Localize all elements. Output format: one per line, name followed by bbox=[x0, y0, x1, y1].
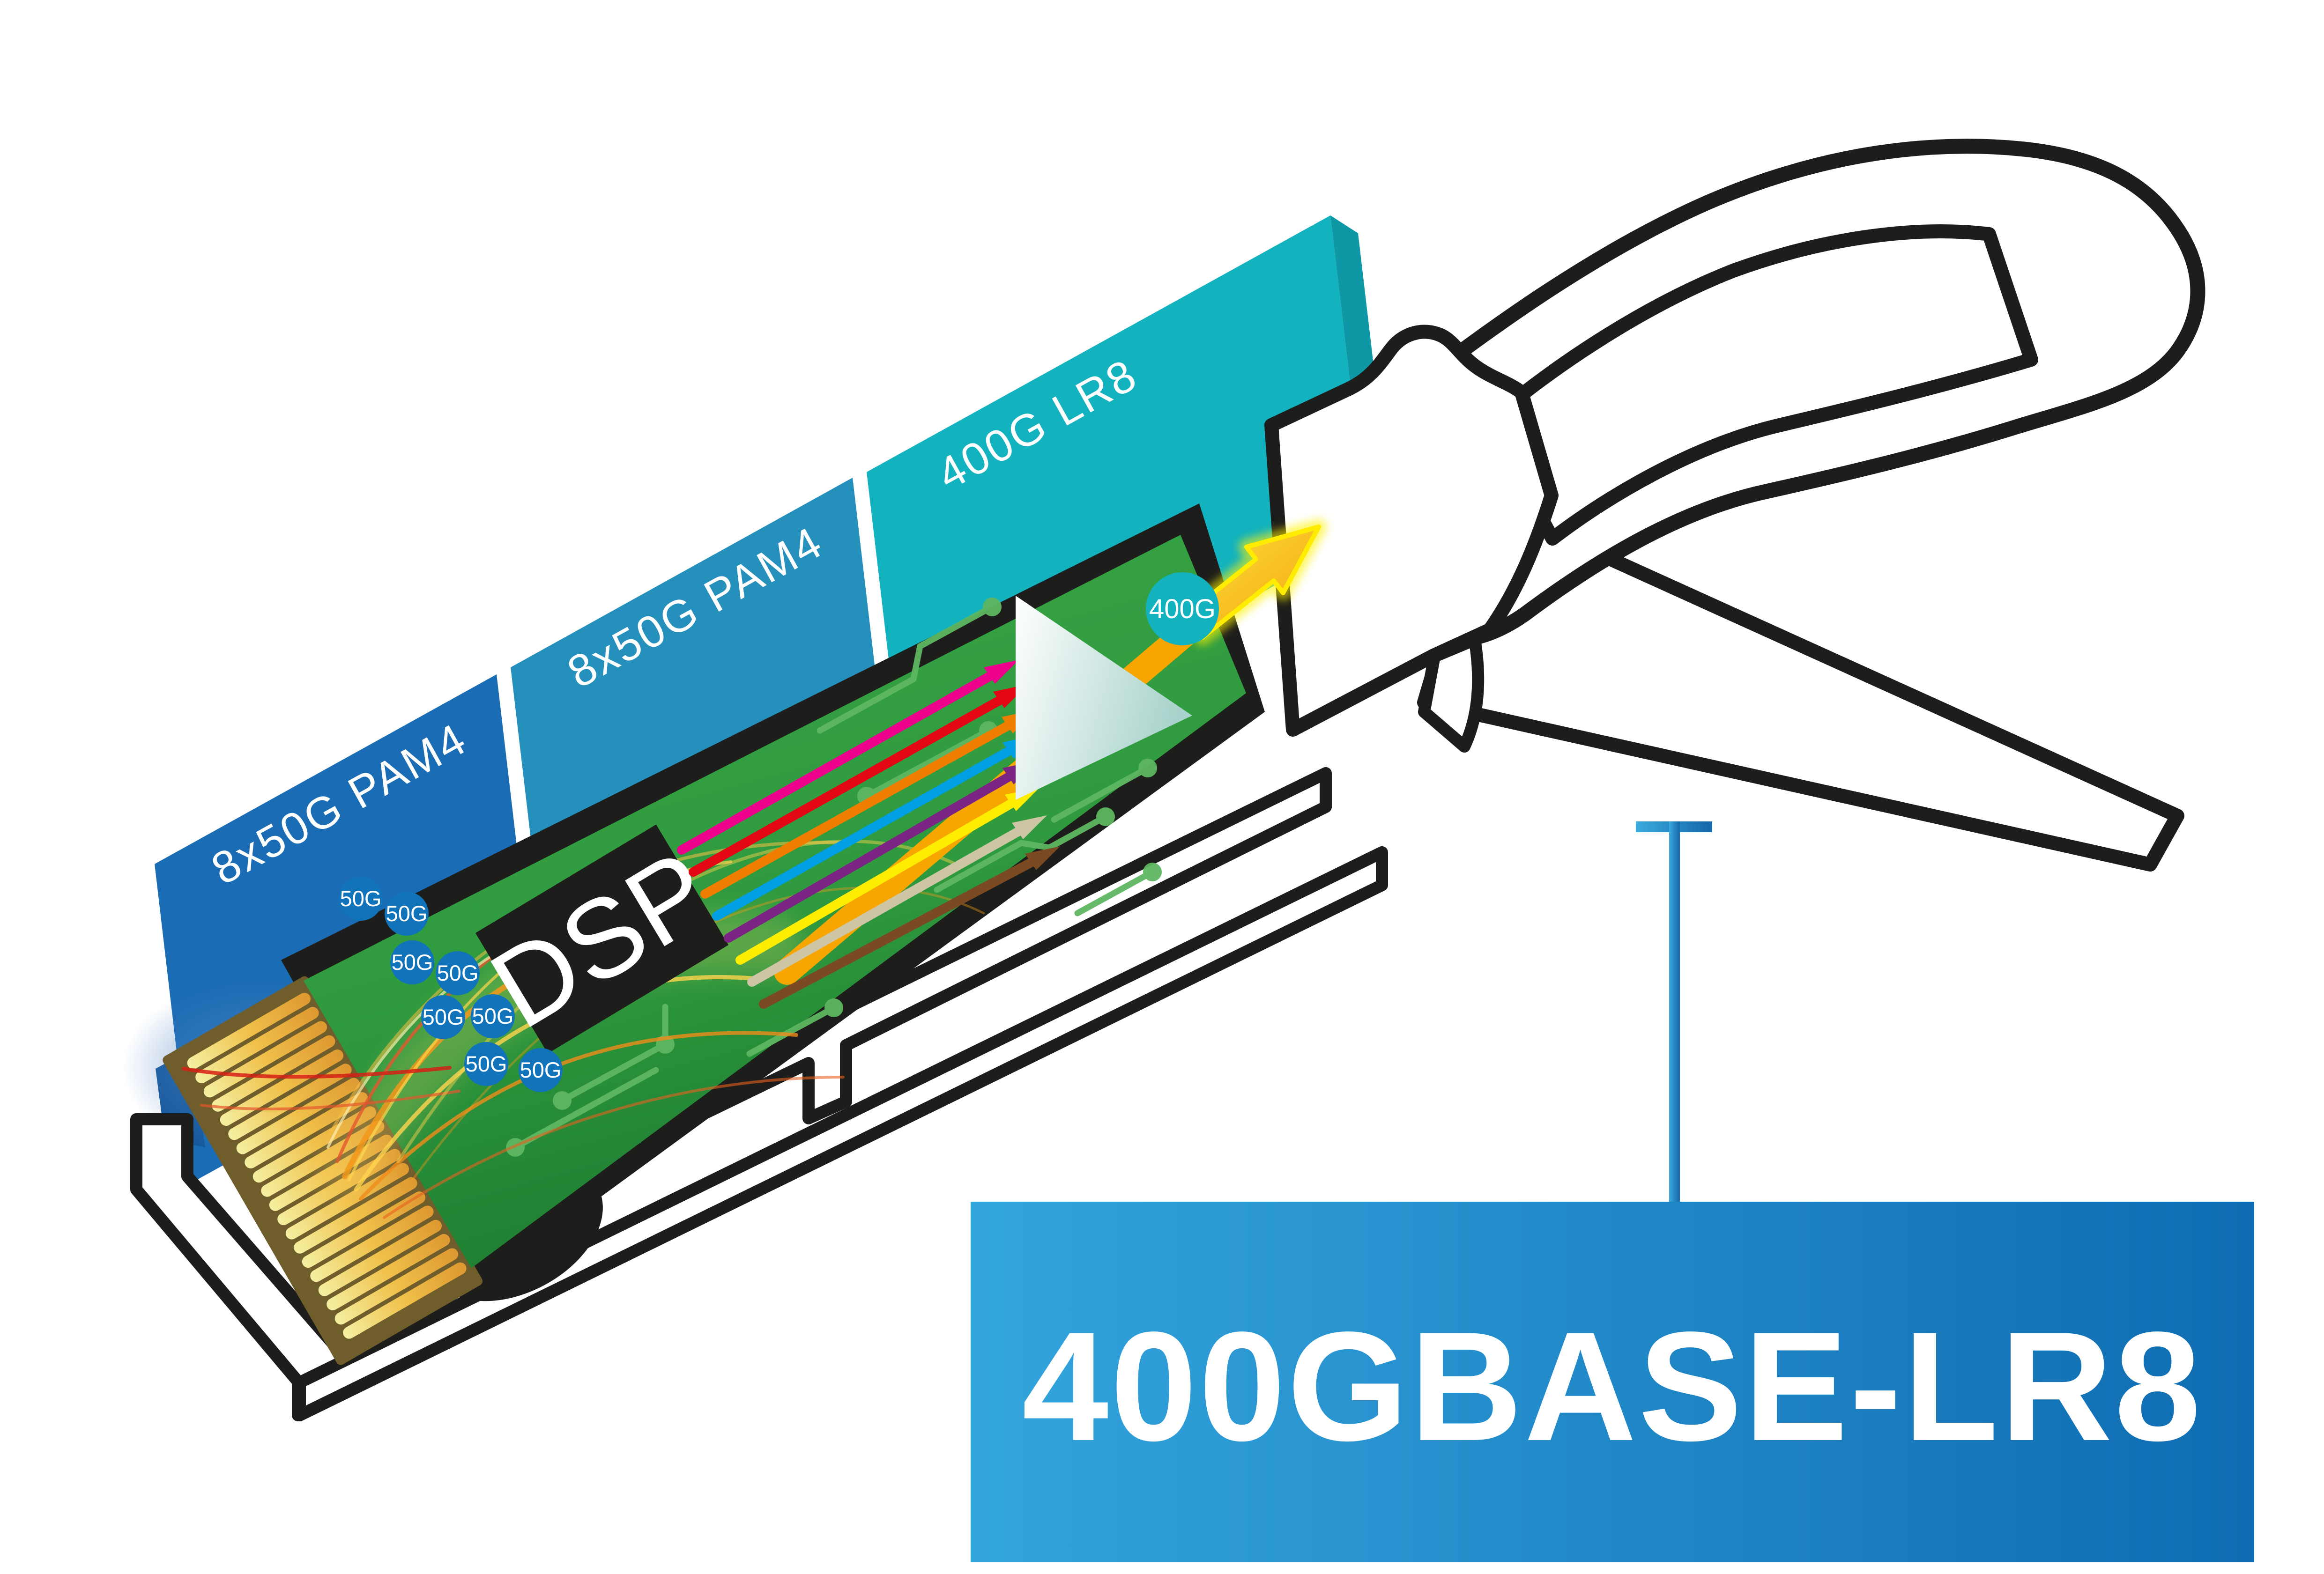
signal-lane-2 bbox=[689, 694, 1007, 877]
gold-finger bbox=[245, 1092, 368, 1168]
fiber-strand bbox=[200, 1090, 460, 1111]
lane-badge-label: 50G bbox=[520, 1057, 562, 1082]
pcb-trace bbox=[1074, 869, 1156, 916]
lane-badge bbox=[421, 995, 465, 1039]
label-box-text: 400GBASE-LR8 bbox=[1022, 1300, 2203, 1473]
lane-badge-label: 50G bbox=[466, 1051, 507, 1076]
signal-lanes bbox=[677, 592, 1231, 1009]
lane-badge bbox=[519, 1048, 563, 1092]
pcb-trace bbox=[512, 1067, 659, 1151]
pcb-trace bbox=[934, 813, 1109, 893]
pull-tab-handle-cutout bbox=[1483, 224, 2038, 546]
lane-badge-label: 50G bbox=[437, 961, 479, 985]
signal-lane-8 bbox=[759, 856, 1039, 1009]
lane-badge bbox=[464, 1042, 508, 1086]
gold-finger bbox=[195, 1007, 319, 1084]
signal-lane-arrowhead bbox=[1012, 815, 1047, 839]
gold-finger bbox=[187, 992, 311, 1069]
signal-lane-arrowhead bbox=[1025, 846, 1060, 870]
pcb-trace bbox=[863, 727, 992, 799]
signal-lane-4 bbox=[712, 745, 1017, 921]
aggregate-badge-label: 400G bbox=[1149, 594, 1216, 624]
aggregate-badge bbox=[1146, 572, 1219, 645]
callout: 400GBASE-LR8 bbox=[971, 821, 2254, 1562]
gold-finger bbox=[327, 1234, 450, 1311]
fiber-strand bbox=[182, 1066, 452, 1079]
lane-badge bbox=[436, 951, 480, 995]
module-output: 400G bbox=[1146, 519, 1327, 645]
pcb-trace bbox=[817, 605, 994, 734]
gold-finger bbox=[228, 1064, 352, 1140]
signal-lane-7 bbox=[747, 825, 1026, 987]
rear-block-latch-tab bbox=[1418, 634, 1485, 753]
pcb-traces bbox=[506, 598, 1162, 1157]
gold-finger bbox=[212, 1035, 335, 1112]
signal-lane-5 bbox=[724, 770, 1017, 943]
lane-badge bbox=[390, 940, 434, 984]
signal-lane-arrowhead bbox=[984, 660, 1019, 684]
signal-lane-1 bbox=[677, 670, 998, 855]
dsp-chip-body bbox=[475, 824, 729, 1054]
gold-finger bbox=[220, 1049, 344, 1126]
gold-finger bbox=[203, 1021, 327, 1098]
lane-badge bbox=[339, 877, 383, 921]
rear-housing-block bbox=[1264, 325, 1559, 737]
gold-finger bbox=[318, 1219, 442, 1296]
pcb-trace bbox=[746, 1005, 837, 1057]
lane-badge-label: 50G bbox=[472, 1004, 514, 1028]
aggregate-trace bbox=[774, 592, 1231, 985]
housing-lower-rail bbox=[294, 846, 1388, 1421]
signal-lane-arrowhead bbox=[1005, 787, 1040, 811]
lane-badge-label: 50G bbox=[340, 886, 382, 911]
gold-finger bbox=[334, 1248, 459, 1325]
signal-lane-3 bbox=[700, 719, 1016, 899]
lane-badge-label: 50G bbox=[386, 901, 428, 926]
lane-badge bbox=[471, 994, 515, 1038]
gold-finger bbox=[343, 1262, 467, 1339]
lane-badge-label: 50G bbox=[392, 950, 433, 975]
lane-badges: 50G 50G 50G 50G 50G 50G 50G 50G bbox=[339, 877, 563, 1092]
gold-finger bbox=[310, 1205, 434, 1282]
fiber-strand bbox=[383, 1076, 845, 1219]
callout-stem bbox=[1669, 821, 1680, 1203]
label-box bbox=[971, 1202, 2254, 1562]
lane-badge-label: 50G bbox=[423, 1005, 464, 1029]
gold-finger bbox=[236, 1078, 360, 1154]
pcb-trace bbox=[1051, 765, 1151, 823]
signal-lane-6 bbox=[735, 797, 1019, 965]
gold-finger bbox=[294, 1177, 417, 1254]
lane-badge bbox=[385, 892, 429, 936]
mux-prism bbox=[1016, 596, 1192, 800]
